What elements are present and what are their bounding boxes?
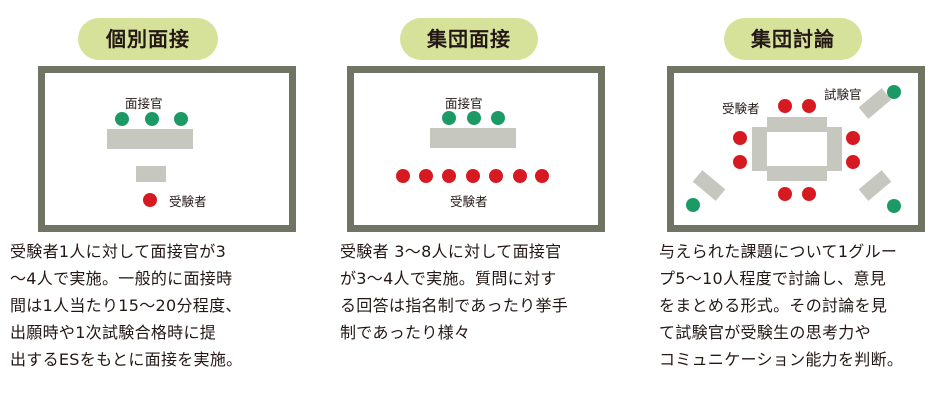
panel-title: 集団面接 [400,18,538,60]
examiner-label: 試験官 [824,87,862,102]
room-diagram: 面接官 受験者 [38,66,296,232]
interviewer-dot [442,111,456,125]
interviewer-dot [467,111,481,125]
interviewer-dot [174,112,188,126]
interviewer-dot [491,111,505,125]
applicant-label: 受験者 [722,101,760,116]
participant-dot [778,99,792,113]
panel-group-interview: 集団面接 面接官 受験者 受験者 3〜8人に対して面接官 が3〜4人で実施。質問… [320,0,620,405]
room-diagram: 受験者 試験官 [667,66,925,232]
applicant-dot [442,169,456,183]
participant-dot [778,187,792,201]
interviewer-label: 面接官 [125,96,163,111]
panel-individual-interview: 個別面接 面接官 受験者 受験者1人に対して面接官が3 〜4人で実施。一般的に面… [0,0,300,405]
examiner-dot [686,198,700,212]
panel-description: 受験者1人に対して面接官が3 〜4人で実施。一般的に面接時 間は1人当たり15〜… [10,242,243,369]
room-diagram: 面接官 受験者 [347,66,605,232]
participant-dot [846,131,860,145]
interviewer-dot [145,112,159,126]
examiner-desk [692,170,726,201]
applicant-label: 受験者 [450,194,488,209]
interviewer-table [107,129,193,149]
participant-dot [802,99,816,113]
discussion-table-top [767,117,827,132]
applicant-dot [489,169,503,183]
panel-title: 個別面接 [78,18,218,60]
participant-dot [802,187,816,201]
applicant-dot [513,169,527,183]
interviewer-dot [115,112,129,126]
discussion-table-left [752,127,767,171]
panel-description: 与えられた課題について1グルー プ5〜10人程度で討論し、意見 をまとめる形式。… [659,242,904,369]
participant-dot [733,131,747,145]
applicant-label: 受験者 [169,194,207,209]
participant-dot [733,155,747,169]
applicant-dot [466,169,480,183]
examiner-dot [887,85,901,99]
examiner-desk [858,170,892,201]
applicant-dot [535,169,549,183]
panel-title: 集団討論 [724,18,862,60]
applicant-dot [143,193,157,207]
applicant-dot [396,169,410,183]
applicant-dot [419,169,433,183]
examiner-dot [887,199,901,213]
interviewer-label: 面接官 [445,96,483,111]
interviewer-table [430,128,516,148]
discussion-table-bottom [767,166,827,181]
applicant-desk [136,166,166,182]
participant-dot [846,155,860,169]
discussion-table-right [827,127,842,171]
panel-group-discussion: 集団討論 受験者 試験官 与えられた課題について1グルー プ5〜10人程度で討論… [640,0,940,405]
panel-description: 受験者 3〜8人に対して面接官 が3〜4人で実施。質問に対す る回答は指名制であ… [340,242,569,342]
